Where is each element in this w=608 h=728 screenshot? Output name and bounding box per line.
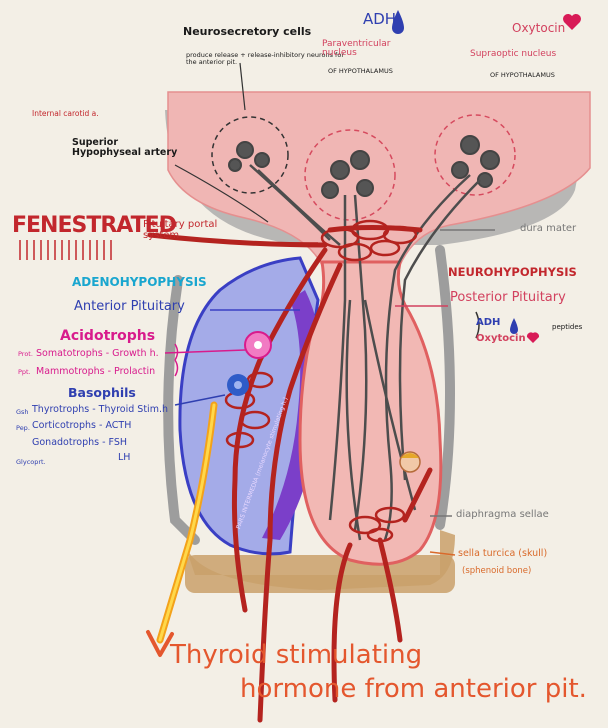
diaphragma-label: diaphragma sellae (456, 510, 549, 521)
baso-2-label: Corticotrophs - ACTH (32, 421, 131, 431)
neurosecretory-title: Neurosecretory cells (183, 26, 311, 38)
acid-1-prefix: Prot. (18, 351, 33, 358)
baso-4-label: LH (118, 453, 130, 463)
paraventricular-label: Paraventricular nucleus (322, 40, 422, 59)
dura-mater-label: dura mater (520, 224, 576, 235)
post-adh-label: ADH (476, 318, 500, 329)
sphenoid-label: (sphenoid bone) (462, 567, 531, 576)
post-oxytocin-label: Oxytocin (476, 334, 526, 345)
heart-icon (563, 14, 581, 30)
anterior-pituitary-label: Anterior Pituitary (74, 300, 185, 314)
baso-1-label: Thyrotrophs - Thyroid Stim.h (32, 405, 168, 415)
heart-small-icon (527, 332, 539, 343)
supraoptic-label: Supraoptic nucleus (470, 50, 560, 59)
adenohypophysis-label: ADENOHYPOPHYSIS (72, 276, 207, 289)
footer-line-1: Thyroid stimulating (170, 642, 422, 669)
superior-hypophyseal-label: Superior Hypophyseal artery (72, 138, 182, 158)
supraoptic-sub: OF HYPOTHALAMUS (490, 72, 555, 79)
peptides-label: peptides (552, 324, 582, 331)
adh-title: ADH (363, 12, 396, 28)
basophil-nucleus (234, 381, 242, 389)
acid-2-prefix: Ppt. (18, 369, 31, 376)
acidophil-nucleus (254, 341, 262, 349)
posterior-pituitary-label: Posterior Pituitary (450, 291, 566, 305)
basophils-title: Basophils (68, 386, 136, 399)
sella-turcica-label: sella turcica (skull) (458, 549, 547, 559)
acid-1-label: Somatotrophs - Growth h. (36, 349, 159, 359)
drop-small-icon (510, 318, 518, 334)
acidotrophs-title: Acidotrophs (60, 329, 155, 344)
bone-base (185, 555, 455, 593)
baso-4-prefix: Glycoprt. (16, 459, 46, 466)
baso-3-label: Gonadotrophs - FSH (32, 438, 127, 448)
neurohypophysis-label: NEUROHYPOPHYSIS (448, 266, 577, 278)
footer-line-2: hormone from anterior pit. (240, 676, 587, 703)
baso-2-prefix: Pep. (16, 425, 30, 432)
baso-1-prefix: Gsh (16, 409, 29, 416)
acid-2-label: Mammotrophs - Prolactin (36, 367, 155, 377)
oxytocin-title: Oxytocin (512, 22, 565, 35)
internal-carotid-label: Internal carotid a. (32, 110, 99, 118)
portal-system-label: Pituitary portal system (143, 220, 243, 241)
paraventricular-sub: OF HYPOTHALAMUS (328, 68, 393, 75)
fenestration-icon (20, 240, 111, 260)
